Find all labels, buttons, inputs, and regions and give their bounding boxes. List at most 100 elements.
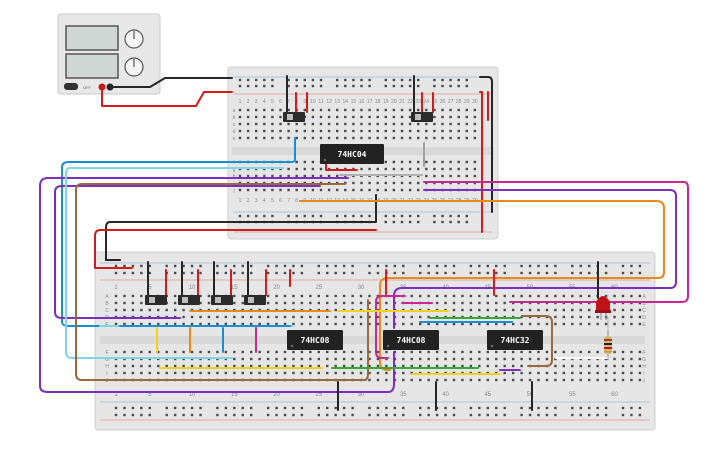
breadboard-hole[interactable] (449, 78, 452, 82)
breadboard-hole[interactable] (392, 78, 396, 82)
breadboard-hole[interactable] (408, 160, 412, 164)
breadboard-hole[interactable] (465, 167, 468, 171)
breadboard-hole[interactable] (165, 322, 168, 326)
breadboard-hole[interactable] (263, 214, 266, 218)
breadboard-hole[interactable] (613, 308, 616, 312)
breadboard-hole[interactable] (503, 301, 506, 305)
breadboard-hole[interactable] (435, 350, 439, 354)
wire-top-red-right[interactable] (479, 91, 483, 233)
breadboard-hole[interactable] (238, 108, 242, 112)
breadboard-hole[interactable] (473, 167, 477, 171)
breadboard-hole[interactable] (131, 406, 135, 410)
breadboard-hole[interactable] (588, 364, 591, 368)
breadboard-hole[interactable] (344, 115, 347, 119)
breadboard-hole[interactable] (342, 264, 346, 268)
breadboard-hole[interactable] (319, 108, 323, 112)
breadboard-hole[interactable] (554, 308, 557, 312)
breadboard-hole[interactable] (392, 84, 396, 88)
breadboard-hole[interactable] (250, 364, 253, 368)
breadboard-hole[interactable] (537, 406, 540, 410)
breadboard-hole[interactable] (400, 115, 404, 119)
breadboard-hole[interactable] (435, 378, 439, 382)
breadboard-hole[interactable] (334, 371, 337, 375)
breadboard-hole[interactable] (465, 122, 468, 126)
breadboard-hole[interactable] (511, 357, 515, 361)
breadboard-hole[interactable] (233, 264, 236, 268)
breadboard-hole[interactable] (258, 350, 261, 354)
breadboard-hole[interactable] (435, 357, 439, 361)
breadboard-hole[interactable] (165, 308, 168, 312)
breadboard-hole[interactable] (452, 364, 456, 368)
breadboard-hole[interactable] (408, 181, 412, 185)
breadboard-hole[interactable] (579, 371, 582, 375)
breadboard-hole[interactable] (469, 264, 473, 268)
breadboard-hole[interactable] (441, 129, 444, 133)
breadboard-hole[interactable] (295, 188, 298, 192)
breadboard-hole[interactable] (283, 357, 287, 361)
breadboard-hole[interactable] (417, 108, 420, 112)
breadboard-hole[interactable] (449, 84, 452, 88)
breadboard-hole[interactable] (182, 350, 185, 354)
breadboard-hole[interactable] (263, 115, 266, 119)
breadboard-hole[interactable] (400, 129, 404, 133)
breadboard-hole[interactable] (473, 115, 477, 119)
breadboard-hole[interactable] (283, 294, 287, 298)
breadboard-hole[interactable] (511, 364, 515, 368)
breadboard-hole[interactable] (326, 301, 329, 305)
breadboard-hole[interactable] (131, 294, 135, 298)
breadboard-hole[interactable] (317, 264, 320, 268)
breadboard-hole[interactable] (368, 378, 371, 382)
wire-orange-right[interactable] (299, 200, 665, 371)
breadboard-hole[interactable] (165, 364, 168, 368)
breadboard-hole[interactable] (334, 350, 337, 354)
breadboard-hole[interactable] (241, 364, 244, 368)
wire-purple-long-2[interactable] (54, 185, 321, 319)
breadboard-hole[interactable] (207, 301, 211, 305)
breadboard-hole[interactable] (376, 350, 380, 354)
breadboard-hole[interactable] (419, 413, 422, 417)
wire-magenta-long[interactable] (423, 181, 689, 303)
breadboard-hole[interactable] (303, 129, 306, 133)
breadboard-hole[interactable] (630, 294, 633, 298)
breadboard-hole[interactable] (283, 413, 287, 417)
breadboard-hole[interactable] (571, 308, 574, 312)
breadboard-hole[interactable] (402, 406, 405, 410)
breadboard-hole[interactable] (402, 271, 405, 275)
breadboard-hole[interactable] (303, 160, 306, 164)
breadboard-hole[interactable] (376, 364, 380, 368)
breadboard-hole[interactable] (457, 214, 460, 218)
breadboard-hole[interactable] (199, 322, 202, 326)
breadboard-hole[interactable] (571, 364, 574, 368)
breadboard-hole[interactable] (537, 294, 540, 298)
breadboard-hole[interactable] (334, 294, 337, 298)
breadboard-hole[interactable] (596, 378, 599, 382)
breadboard-hole[interactable] (402, 315, 405, 319)
breadboard-hole[interactable] (368, 136, 371, 140)
breadboard-hole[interactable] (419, 294, 422, 298)
breadboard-hole[interactable] (317, 301, 320, 305)
breadboard-hole[interactable] (334, 406, 337, 410)
breadboard-hole[interactable] (359, 350, 363, 354)
breadboard-hole[interactable] (336, 115, 339, 119)
breadboard-hole[interactable] (400, 160, 404, 164)
breadboard-hole[interactable] (571, 350, 574, 354)
breadboard-hole[interactable] (190, 350, 194, 354)
breadboard-hole[interactable] (263, 174, 266, 178)
breadboard-hole[interactable] (123, 371, 126, 375)
breadboard-hole[interactable] (319, 188, 323, 192)
breadboard-hole[interactable] (271, 174, 274, 178)
breadboard-hole[interactable] (554, 315, 557, 319)
breadboard-hole[interactable] (131, 271, 135, 275)
breadboard-hole[interactable] (435, 364, 439, 368)
breadboard-hole[interactable] (621, 308, 625, 312)
breadboard-hole[interactable] (433, 160, 436, 164)
breadboard-hole[interactable] (334, 271, 337, 275)
breadboard-hole[interactable] (255, 78, 258, 82)
breadboard-hole[interactable] (263, 108, 266, 112)
chip-74hc04[interactable]: 74HC04 (320, 144, 384, 164)
breadboard-hole[interactable] (368, 350, 371, 354)
breadboard-hole[interactable] (140, 308, 143, 312)
breadboard-hole[interactable] (630, 271, 633, 275)
breadboard-hole[interactable] (486, 378, 489, 382)
breadboard-hole[interactable] (410, 294, 413, 298)
